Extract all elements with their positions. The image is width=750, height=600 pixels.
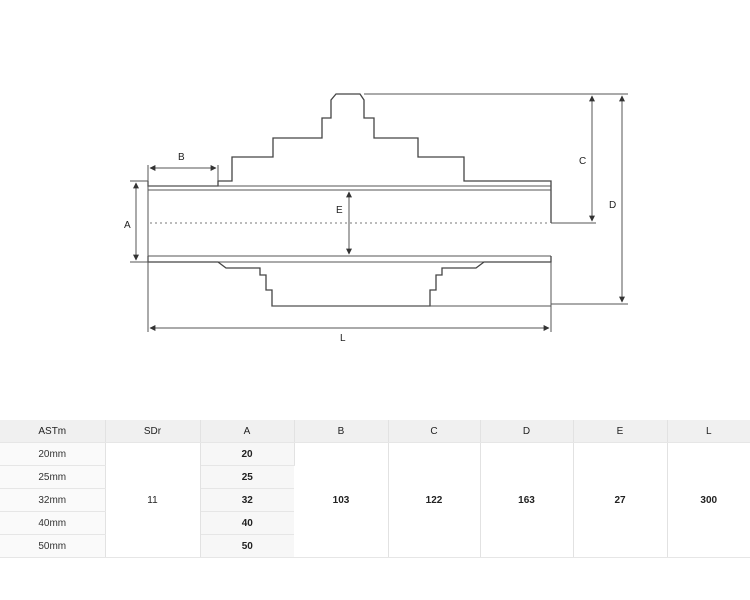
technical-drawing: A B E C D L xyxy=(124,93,628,344)
header-a: A xyxy=(200,420,295,443)
table-header-row: ASTm SDr A B C D E L xyxy=(0,420,750,443)
dimension-c-label: C xyxy=(579,156,586,167)
table-row: 20mm 11 20 103 122 163 27 300 xyxy=(0,442,750,558)
size-cell: 40mm xyxy=(0,511,106,535)
table-row: 32mm 32 xyxy=(0,488,750,512)
header-c: C xyxy=(388,420,481,443)
specification-table: ASTm SDr A B C D E L 20mm 11 20 103 122 … xyxy=(0,420,750,558)
dimension-d-label: D xyxy=(609,200,616,211)
size-cell: 32mm xyxy=(0,488,106,512)
header-astm: ASTm xyxy=(0,420,106,443)
body-upper-profile xyxy=(147,93,552,223)
table-row: 50mm 50 xyxy=(0,534,750,558)
b-cell: 103 xyxy=(294,442,389,558)
header-e: E xyxy=(573,420,668,443)
dimension-e-label: E xyxy=(336,205,343,216)
body-lower-profile xyxy=(147,256,552,307)
table-row: 25mm 25 xyxy=(0,465,750,489)
d-cell: 163 xyxy=(480,442,574,558)
a-cell: 25 xyxy=(200,465,294,489)
a-cell: 32 xyxy=(200,488,294,512)
e-cell: 27 xyxy=(573,442,668,558)
header-d: D xyxy=(480,420,574,443)
dimension-a-label: A xyxy=(124,220,131,231)
size-cell: 20mm xyxy=(0,442,106,466)
table-row: 40mm 40 xyxy=(0,511,750,535)
size-cell: 50mm xyxy=(0,534,106,558)
dimension-b-label: B xyxy=(178,152,185,163)
sdr-cell: 11 xyxy=(105,442,201,558)
l-cell: 300 xyxy=(667,442,750,558)
header-sdr: SDr xyxy=(105,420,201,443)
c-cell: 122 xyxy=(388,442,481,558)
size-cell: 25mm xyxy=(0,465,106,489)
header-b: B xyxy=(294,420,389,443)
a-cell: 20 xyxy=(200,442,295,466)
a-cell: 50 xyxy=(200,534,294,558)
a-cell: 40 xyxy=(200,511,294,535)
dimension-l-label: L xyxy=(340,333,346,344)
header-l: L xyxy=(667,420,750,443)
